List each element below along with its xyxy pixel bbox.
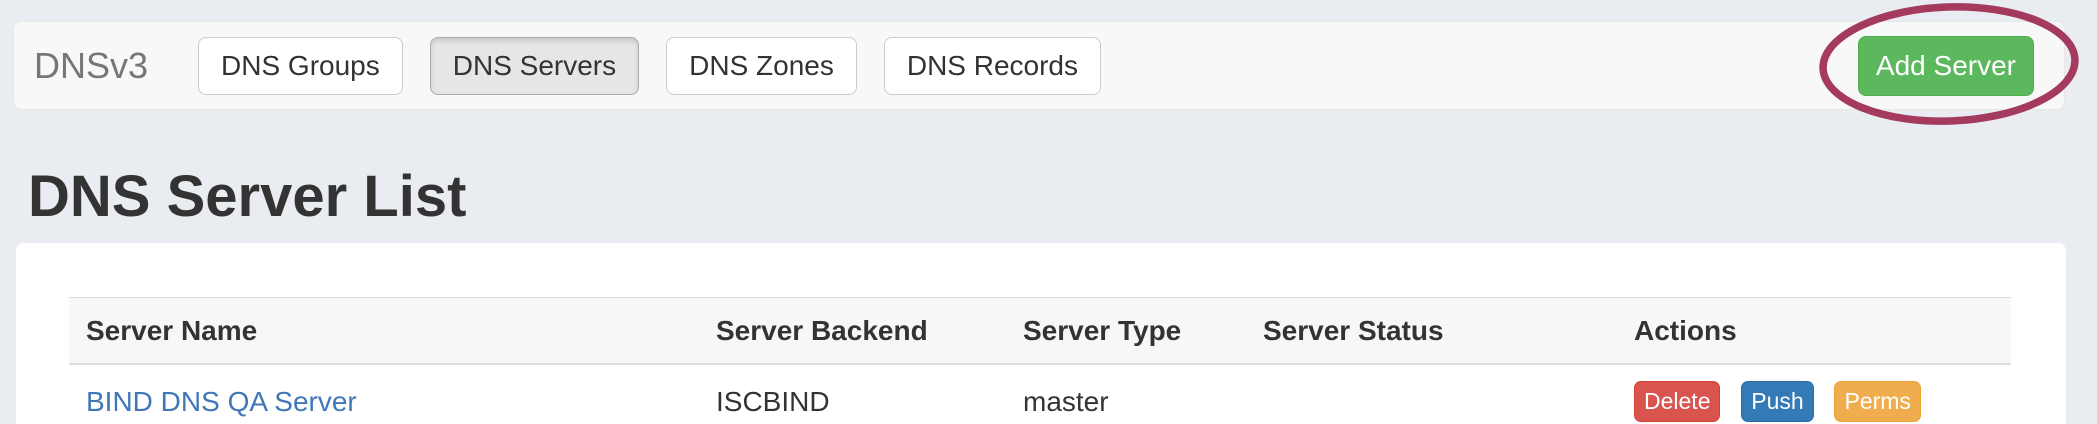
column-header-server-type: Server Type: [1006, 297, 1246, 365]
navbar-tabs: DNS Groups DNS Servers DNS Zones DNS Rec…: [198, 36, 1102, 95]
page-title: DNS Server List: [28, 164, 467, 229]
server-list-card: Server Name Server Backend Server Type S…: [16, 243, 2066, 424]
server-table: Server Name Server Backend Server Type S…: [69, 297, 2011, 424]
actions-cell: Delete Push Perms: [1617, 364, 2011, 424]
server-name-cell: BIND DNS QA Server: [69, 364, 699, 424]
column-header-server-backend: Server Backend: [699, 297, 1006, 365]
perms-button[interactable]: Perms: [1834, 381, 1921, 422]
add-server-button[interactable]: Add Server: [1857, 35, 2034, 96]
push-button[interactable]: Push: [1741, 381, 1814, 422]
server-type-cell: master: [1023, 385, 1109, 417]
tab-dns-zones[interactable]: DNS Zones: [666, 36, 857, 95]
tab-dns-groups[interactable]: DNS Groups: [198, 36, 403, 95]
column-header-server-status: Server Status: [1246, 297, 1617, 365]
column-header-server-name: Server Name: [69, 297, 699, 365]
delete-button[interactable]: Delete: [1634, 381, 1721, 422]
tab-dns-records[interactable]: DNS Records: [883, 36, 1102, 95]
table-row: BIND DNS QA Server ISCBIND master Delete…: [69, 364, 2011, 424]
column-header-actions: Actions: [1617, 297, 2011, 365]
navbar: DNSv3 DNS Groups DNS Servers DNS Zones D…: [13, 21, 2065, 110]
tab-dns-servers[interactable]: DNS Servers: [429, 36, 640, 95]
navbar-brand: DNSv3: [34, 44, 149, 86]
table-header-row: Server Name Server Backend Server Type S…: [69, 297, 2011, 365]
server-backend-cell: ISCBIND: [716, 385, 830, 417]
server-name-link[interactable]: BIND DNS QA Server: [86, 385, 357, 417]
server-status-cell: [1246, 364, 1617, 424]
